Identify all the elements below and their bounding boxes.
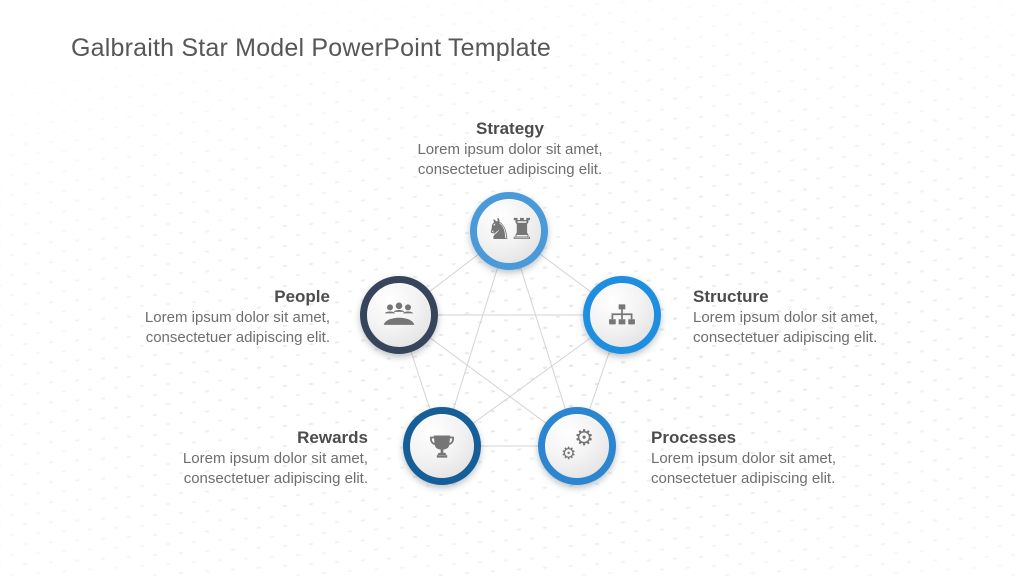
label-rewards[interactable]: Rewards Lorem ipsum dolor sit amet, cons… [133, 427, 368, 488]
structure-heading: Structure [693, 287, 769, 306]
node-rewards[interactable] [403, 407, 481, 485]
node-people[interactable] [360, 276, 438, 354]
rewards-description: Lorem ipsum dolor sit amet, consectetuer… [182, 450, 368, 487]
org-chart-icon [609, 304, 635, 325]
strategy-description: Lorem ipsum dolor sit amet, consectetuer… [417, 141, 603, 178]
node-structure[interactable] [583, 276, 661, 354]
slide-title[interactable]: Galbraith Star Model PowerPoint Template [71, 34, 551, 62]
people-heading: People [274, 287, 330, 306]
trophy-icon [429, 435, 455, 458]
label-strategy[interactable]: Strategy Lorem ipsum dolor sit amet, con… [380, 118, 640, 179]
chess-pieces-icon: ♞♜ [486, 212, 535, 246]
people-description: Lorem ipsum dolor sit amet, consectetuer… [144, 309, 330, 346]
structure-description: Lorem ipsum dolor sit amet, consectetuer… [693, 309, 879, 346]
node-strategy[interactable]: ♞♜ [470, 192, 548, 270]
strategy-heading: Strategy [475, 119, 545, 138]
gears-icon: ⚙ ⚙ [559, 428, 595, 464]
label-structure[interactable]: Structure Lorem ipsum dolor sit amet, co… [693, 286, 928, 347]
gear-small-icon: ⚙ [561, 444, 577, 464]
processes-description: Lorem ipsum dolor sit amet, consectetuer… [651, 450, 837, 487]
rewards-heading: Rewards [297, 428, 368, 447]
gear-large-icon: ⚙ [574, 426, 594, 451]
label-processes[interactable]: Processes Lorem ipsum dolor sit amet, co… [651, 427, 886, 488]
node-processes[interactable]: ⚙ ⚙ [538, 407, 616, 485]
label-people[interactable]: People Lorem ipsum dolor sit amet, conse… [95, 286, 330, 347]
processes-heading: Processes [651, 428, 737, 447]
people-group-icon [383, 302, 415, 325]
